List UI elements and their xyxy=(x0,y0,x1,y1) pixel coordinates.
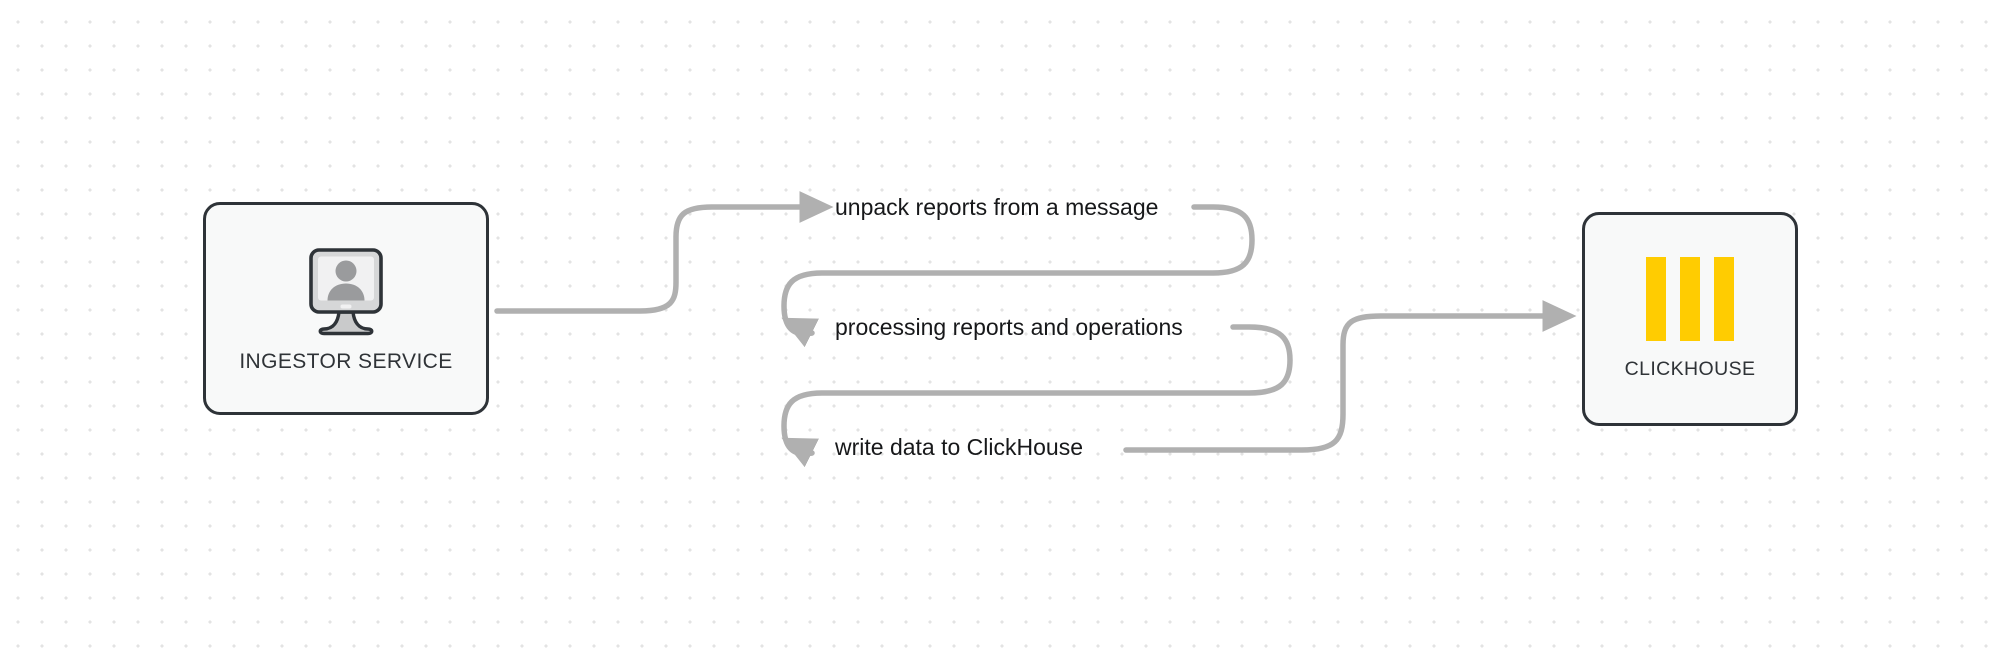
clickhouse-logo-icon xyxy=(1646,257,1734,341)
edge-row3-to-clickhouse xyxy=(1123,300,1577,453)
edge-label-write-data: write data to ClickHouse xyxy=(835,434,1083,460)
node-clickhouse-label: CLICKHOUSE xyxy=(1624,358,1756,380)
clickhouse-bar-1 xyxy=(1646,257,1666,341)
edge-ingestor-to-row1 xyxy=(494,191,834,314)
edge-label-unpack-reports: unpack reports from a message xyxy=(835,194,1159,220)
edge-label-processing-reports: processing reports and operations xyxy=(835,314,1183,340)
node-ingestor-service[interactable]: INGESTOR SERVICE xyxy=(203,202,489,415)
node-clickhouse[interactable]: CLICKHOUSE xyxy=(1582,212,1798,426)
monitor-user-icon xyxy=(294,244,398,336)
node-ingestor-label: INGESTOR SERVICE xyxy=(239,349,453,373)
clickhouse-bar-3 xyxy=(1714,257,1734,341)
clickhouse-bar-2 xyxy=(1680,257,1700,341)
